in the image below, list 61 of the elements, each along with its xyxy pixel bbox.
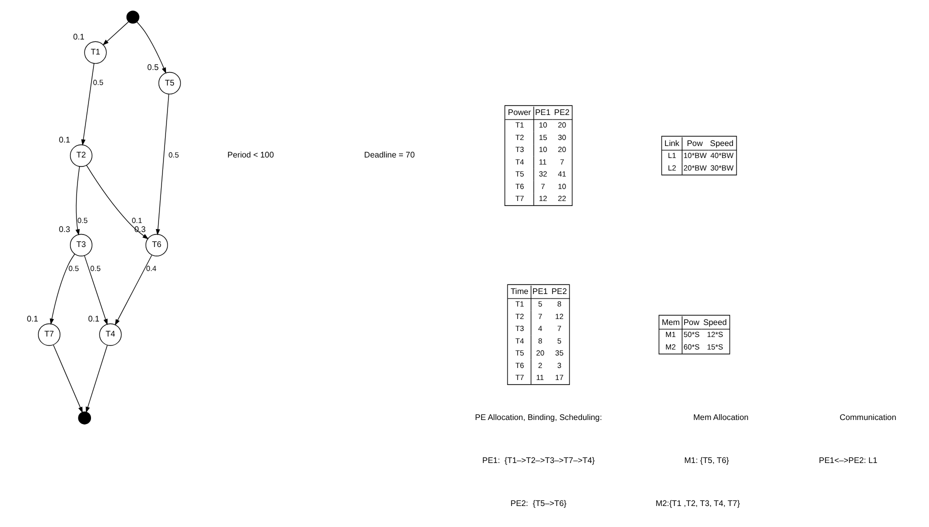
label: 10 <box>538 145 548 154</box>
label: 22 <box>558 194 566 204</box>
label: T7 <box>515 194 524 204</box>
label: T6 <box>515 360 524 370</box>
label: 7 <box>540 182 546 191</box>
label: T2 <box>515 132 524 142</box>
label: 11 <box>536 373 544 382</box>
label: 3 <box>557 360 562 370</box>
label: T3 <box>515 145 524 154</box>
label: 20 <box>558 120 566 130</box>
label: 10 <box>558 182 566 191</box>
label: M2 <box>665 342 676 352</box>
label: 17 <box>555 373 564 382</box>
label: T7 <box>515 373 524 382</box>
label: 35 <box>555 348 564 358</box>
label: 20 <box>536 348 544 358</box>
label: L1 <box>668 151 676 160</box>
label: 30 <box>558 132 566 142</box>
label: T1 <box>515 300 524 309</box>
label: 8 <box>557 300 562 309</box>
label: 7 <box>560 157 564 166</box>
label: 4 <box>538 324 542 334</box>
label: T5 <box>515 348 524 358</box>
edge-label: 0.5 <box>68 264 79 273</box>
label: 5 <box>538 300 542 309</box>
edge-label: 0.5 <box>168 150 179 160</box>
label: 41 <box>558 170 566 179</box>
label: T1 <box>515 120 524 130</box>
label: 50*S <box>683 330 700 340</box>
label: L2 <box>668 163 676 172</box>
edge-label: 0.5 <box>90 264 101 273</box>
label: 7 <box>538 312 542 321</box>
label: 2 <box>538 360 542 370</box>
label: 20 <box>558 145 566 154</box>
label: 32 <box>538 170 548 179</box>
label: 10 <box>538 120 548 130</box>
label: 11 <box>538 157 547 166</box>
label: 12 <box>555 312 564 321</box>
label: 15 <box>538 132 548 142</box>
label: 8 <box>538 336 542 346</box>
edge-label: 0.1 <box>132 216 142 226</box>
label: 40*BW <box>710 151 734 160</box>
label: 5 <box>557 336 562 346</box>
label: T5 <box>515 170 524 179</box>
label: M1 <box>665 330 676 340</box>
label: 20*BW <box>683 163 707 172</box>
label: 12 <box>538 194 548 204</box>
label: T2 <box>515 312 524 321</box>
label: T6 <box>515 182 524 191</box>
label: 12*S <box>706 330 724 340</box>
label: 10*BW <box>683 151 707 160</box>
label: T3 <box>515 324 524 334</box>
label: 60*S <box>683 342 700 352</box>
label: 7 <box>557 324 562 334</box>
edge-label: 0.5 <box>92 78 104 88</box>
label: T4 <box>515 336 524 346</box>
label: 15*S <box>706 342 724 352</box>
label: 30*BW <box>710 163 734 172</box>
label: T4 <box>515 157 524 166</box>
edge-label: 0.5 <box>77 216 88 226</box>
edge-label: 0.4 <box>146 264 156 273</box>
